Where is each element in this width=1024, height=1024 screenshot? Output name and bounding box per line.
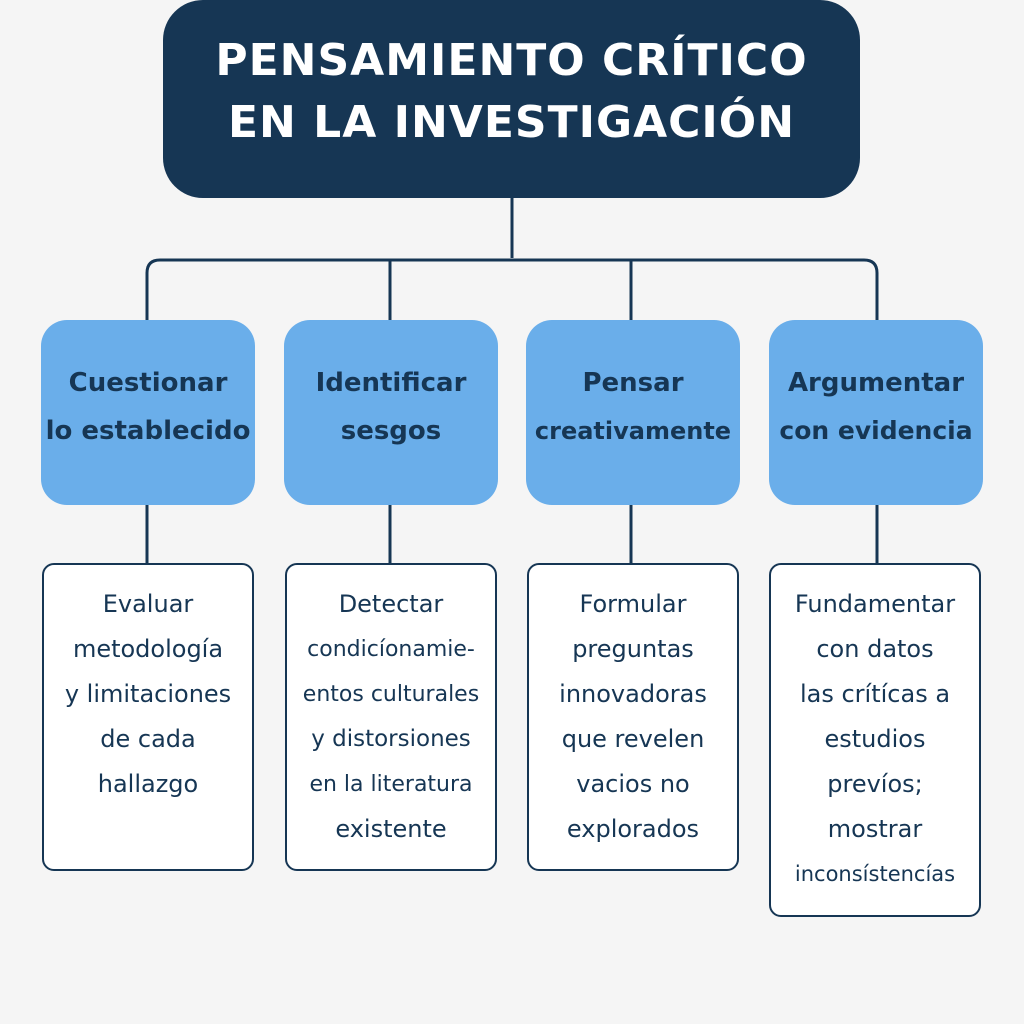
detail-line: Detectar xyxy=(338,590,444,618)
branch-heading-line: Identificar xyxy=(315,367,467,398)
branch-heading-line: lo establecido xyxy=(45,415,251,446)
detail-line: en la literatura xyxy=(309,772,473,797)
detail-box-argumentar: Fundamentar con datos las crítícas a est… xyxy=(769,563,981,917)
detail-line: prevíos; xyxy=(827,770,923,798)
title-line-1: PENSAMIENTO CRÍTICO xyxy=(215,35,808,86)
branch-heading-line: Pensar xyxy=(582,367,684,398)
branch-box-pensar: Pensar creativamente xyxy=(526,320,740,505)
detail-line: vacios no xyxy=(576,770,690,798)
branch-box-argumentar: Argumentar con evidencia xyxy=(769,320,983,505)
title-line-2: EN LA INVESTIGACIÓN xyxy=(227,97,796,148)
branch-heading-line: Argumentar xyxy=(787,367,965,398)
branch-heading-line: con evidencia xyxy=(779,415,973,445)
branch-box-cuestionar: Cuestionar lo establecido xyxy=(41,320,255,505)
detail-line: metodología xyxy=(72,635,224,663)
detail-line: condicíonamie- xyxy=(307,637,475,662)
detail-line: Formular xyxy=(579,590,687,618)
detail-line: mostrar xyxy=(827,815,923,843)
detail-line: con datos xyxy=(816,635,934,663)
branch-heading-line: creativamente xyxy=(534,416,732,445)
connector-horizontal-bar xyxy=(145,258,879,320)
detail-line: innovadoras xyxy=(559,680,707,708)
detail-line: que revelen xyxy=(561,725,705,753)
branch-heading-line: Cuestionar xyxy=(68,367,228,398)
branch-heading-line: sesgos xyxy=(340,415,442,446)
detail-line: Evaluar xyxy=(102,590,194,618)
detail-line: entos culturales xyxy=(302,682,480,707)
title-box: PENSAMIENTO CRÍTICO EN LA INVESTIGACIÓN xyxy=(163,0,860,198)
detail-line: hallazgo xyxy=(97,770,199,798)
detail-line: Fundamentar xyxy=(794,590,956,618)
detail-line: las crítícas a xyxy=(799,680,951,708)
detail-line: preguntas xyxy=(572,635,694,663)
detail-box-pensar: Formular preguntas innovadoras que revel… xyxy=(527,563,739,871)
detail-line: de cada xyxy=(100,725,196,753)
branch-box-identificar: Identificar sesgos xyxy=(284,320,498,505)
detail-box-cuestionar: Evaluar metodología y limitaciones de ca… xyxy=(42,563,254,871)
detail-line: existente xyxy=(335,815,447,843)
detail-line: explorados xyxy=(566,815,700,843)
detail-line: estudios xyxy=(824,725,926,753)
detail-line: y distorsiones xyxy=(311,726,471,752)
detail-line: inconsístencías xyxy=(794,862,956,886)
detail-box-identificar: Detectar condicíonamie- entos culturales… xyxy=(285,563,497,871)
detail-line: y limitaciones xyxy=(64,680,232,708)
